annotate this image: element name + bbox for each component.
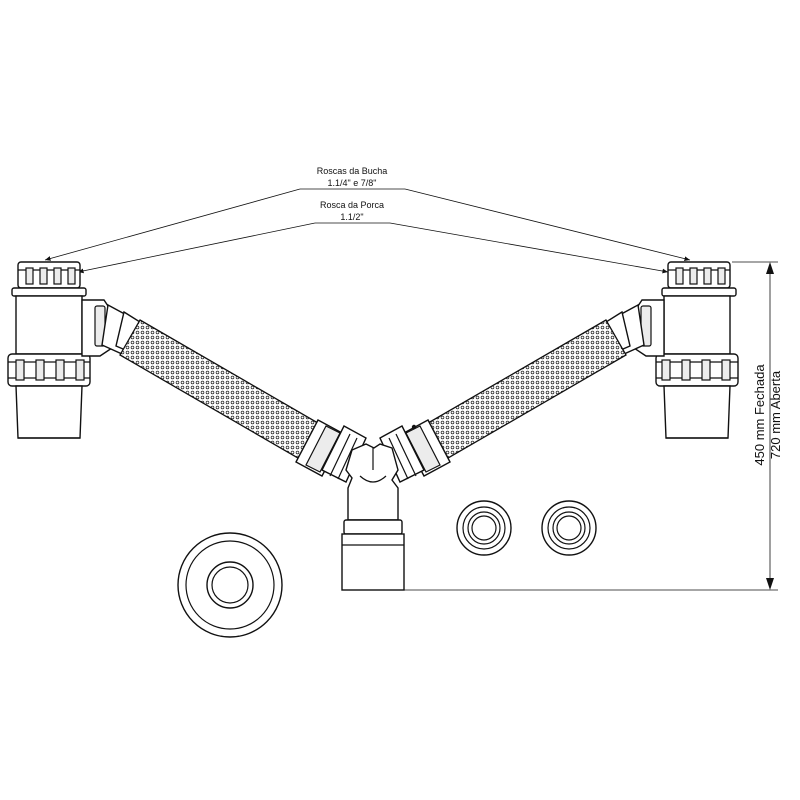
right-hose-nut [379,419,451,483]
dimension-closed-label: 450 mm Fechada [752,364,767,466]
leader-nut-right [389,222,669,274]
reducer-ring [177,532,283,638]
washer-right [541,500,597,556]
right-siphon [655,261,739,439]
outlet-tube [341,519,405,591]
y-junction [345,443,399,521]
dimension-open-label: 720 mm Aberta [768,370,783,459]
left-corrugated-hose [119,319,331,466]
left-elbow-connector [81,299,141,357]
dimension-arrow-bottom [766,578,774,590]
nut-thread-value: 1.1/2" [340,212,363,222]
right-elbow-connector [605,299,665,357]
right-corrugated-hose [415,319,627,466]
dimension-arrow-top [766,262,774,274]
nut-thread-title: Rosca da Porca [320,200,384,210]
height-dimension: 450 mm Fechada 720 mm Aberta [404,261,783,591]
leader-nut-left [77,222,316,274]
bushing-thread-value: 1.1/4" e 7/8" [328,178,377,188]
left-hose-nut [295,419,367,483]
washer-left [456,500,512,556]
bushing-thread-title: Roscas da Bucha [317,166,388,176]
leader-bushing-right [404,188,691,261]
left-siphon [7,261,91,439]
leader-bushing-left [44,188,301,261]
